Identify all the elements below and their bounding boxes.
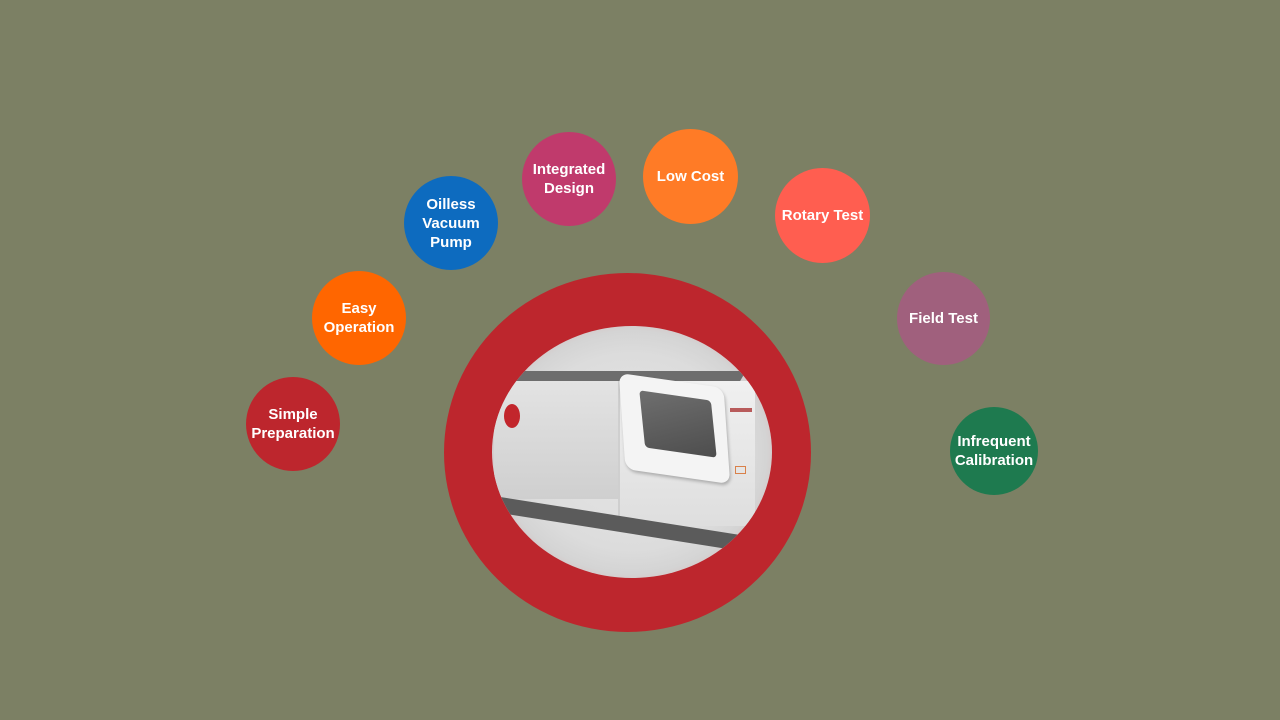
instrument-image <box>492 326 772 578</box>
feature-label: Integrated Design <box>532 161 606 197</box>
feature-rotary-test[interactable]: Rotary Test <box>775 168 870 263</box>
feature-label: Low Cost <box>656 168 725 185</box>
instrument-red-port <box>504 404 520 428</box>
feature-label: Oilless Vacuum Pump <box>422 195 480 251</box>
feature-low-cost[interactable]: Low Cost <box>643 129 738 224</box>
feature-integrated-design[interactable]: Integrated Design <box>522 132 616 226</box>
instrument-brand-logo <box>730 408 752 412</box>
feature-label: Easy Operation <box>323 300 395 336</box>
feature-label: Field Test <box>909 310 978 327</box>
feature-simple-preparation[interactable]: Simple Preparation <box>246 377 340 471</box>
instrument-touchscreen <box>639 390 717 458</box>
feature-easy-operation[interactable]: Easy Operation <box>312 271 406 365</box>
feature-infrequent-calibration[interactable]: Infrequent Calibration <box>950 407 1038 495</box>
feature-label: Simple Preparation <box>251 406 335 442</box>
feature-oilless-vacuum-pump[interactable]: Oilless Vacuum Pump <box>404 176 498 270</box>
instrument-model-mark <box>735 466 746 474</box>
instrument-side-panel <box>494 381 619 499</box>
feature-label: Infrequent Calibration <box>954 433 1034 469</box>
feature-label: Rotary Test <box>781 207 864 224</box>
feature-field-test[interactable]: Field Test <box>897 272 990 365</box>
